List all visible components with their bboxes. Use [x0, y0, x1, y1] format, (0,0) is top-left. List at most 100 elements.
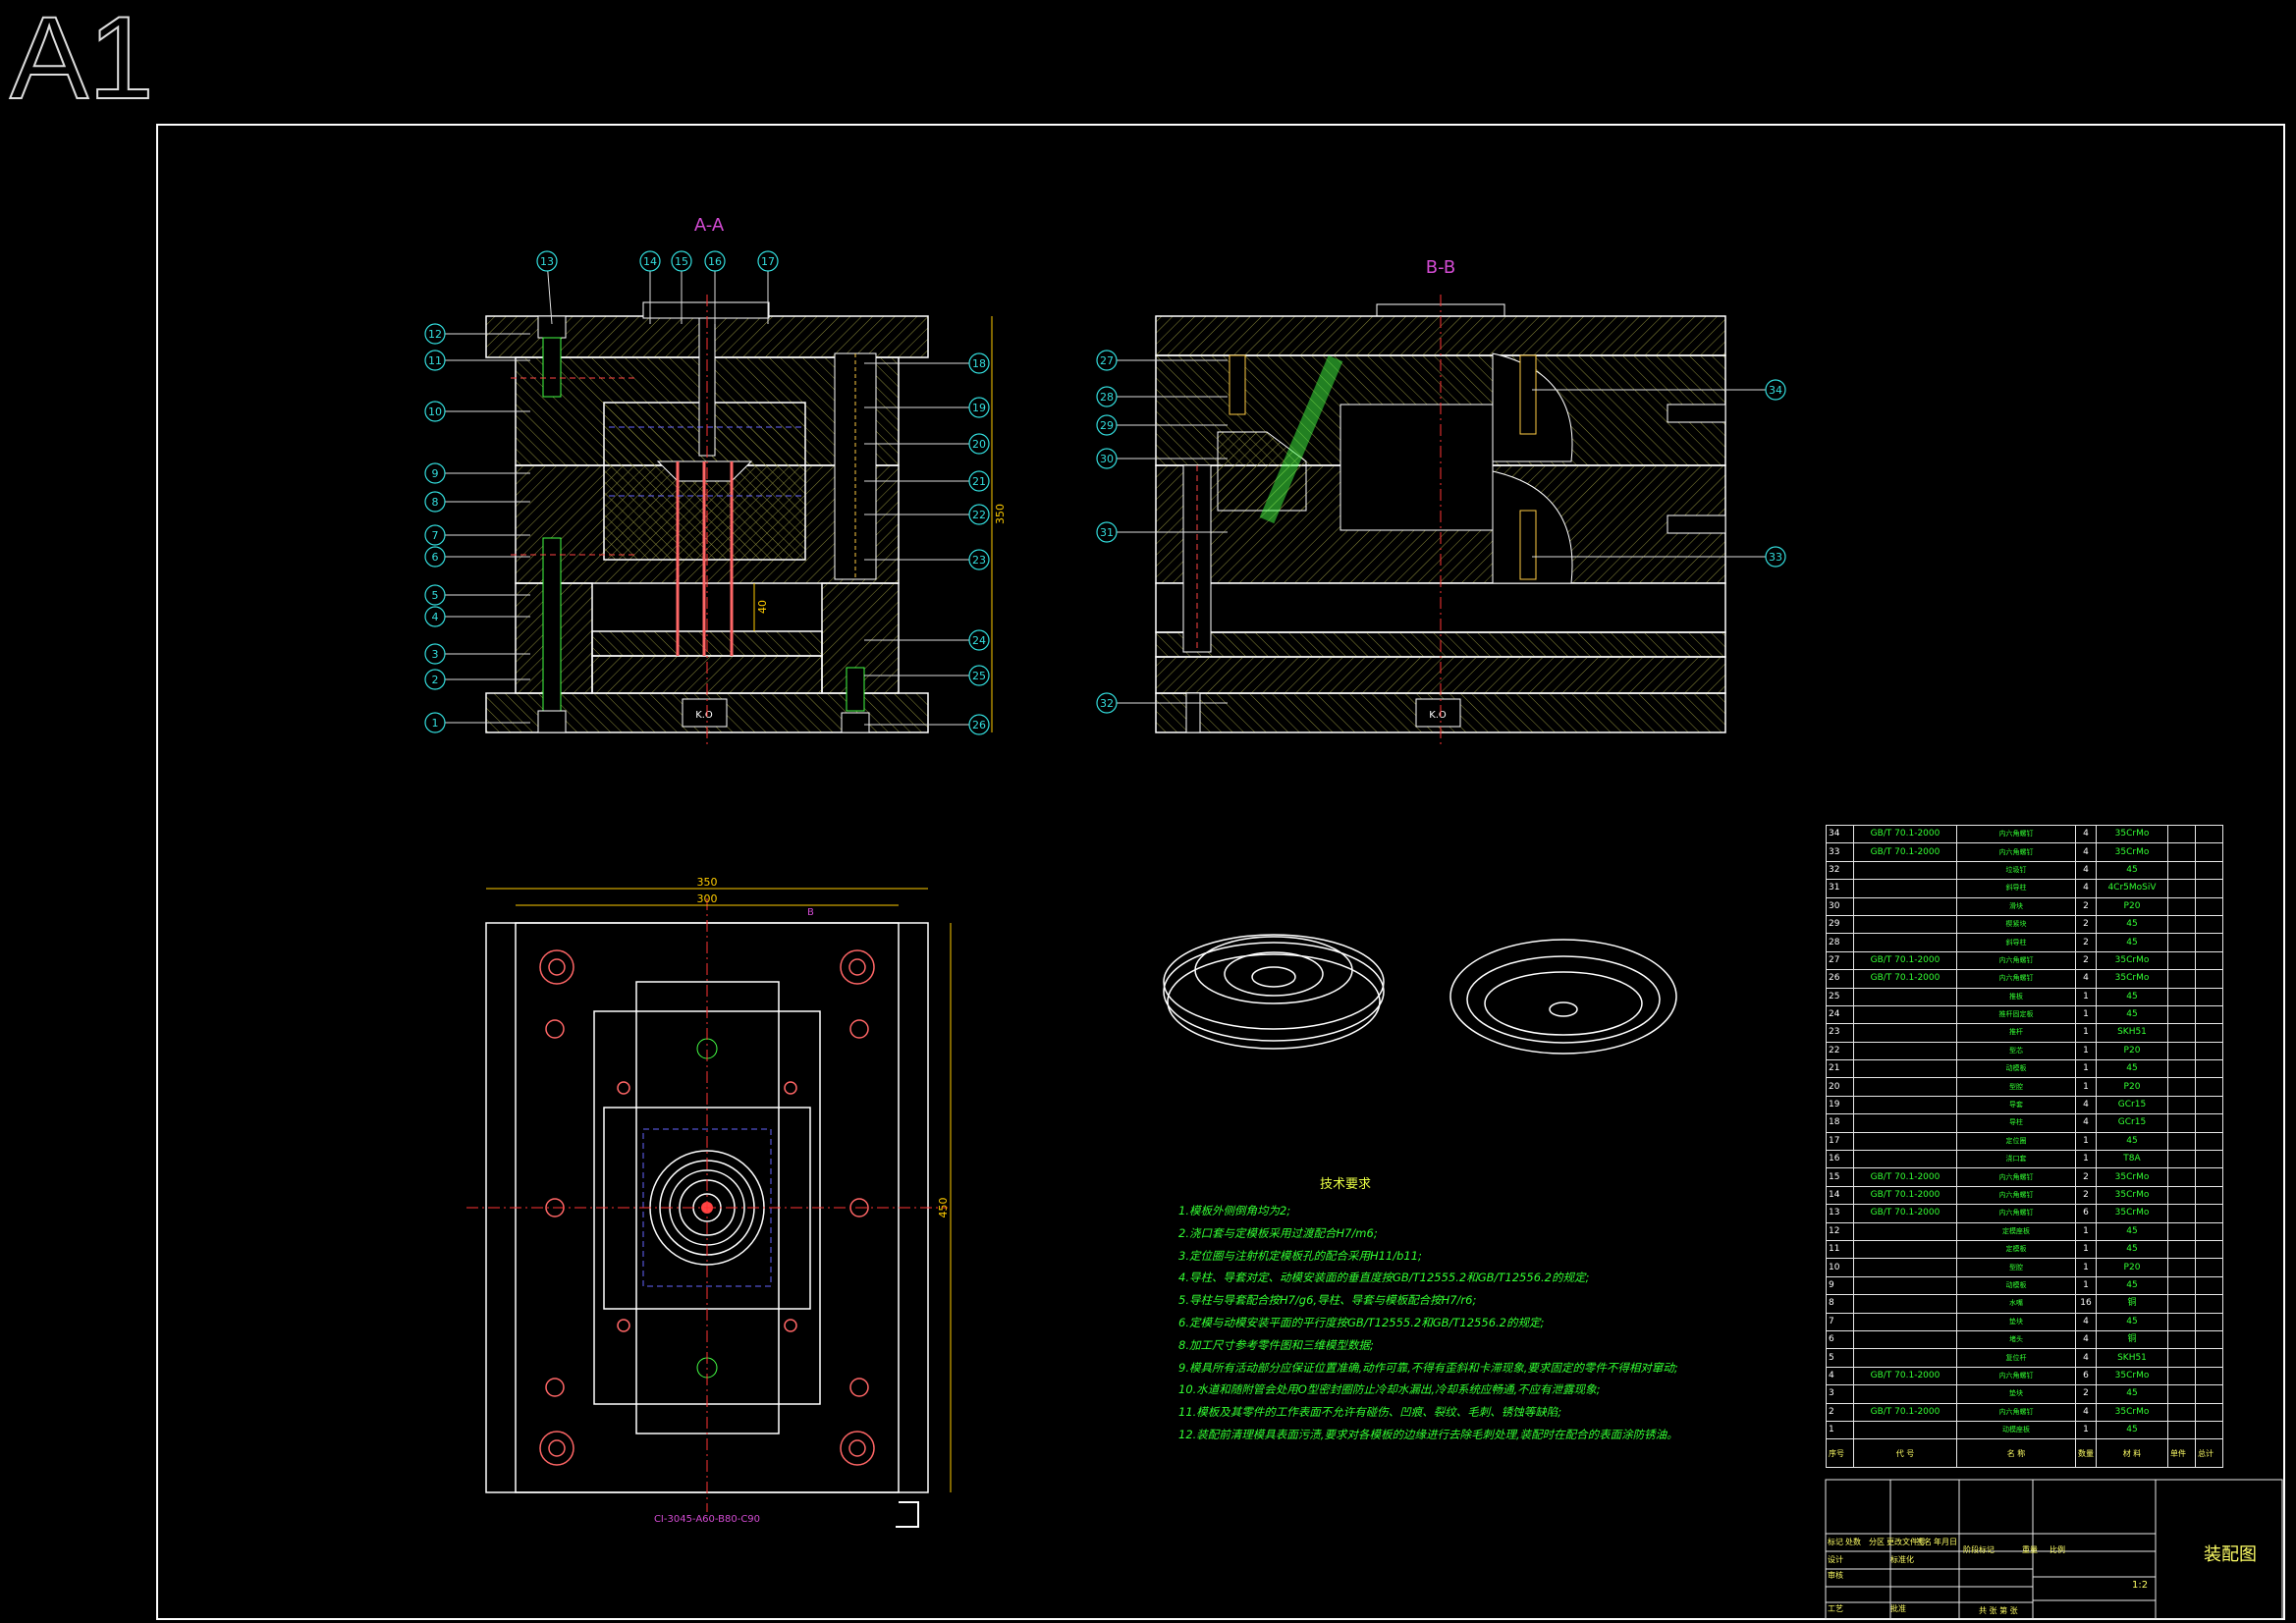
callout-bubble: [424, 606, 446, 627]
bom-cell-code: [1853, 896, 1957, 916]
title-block: 装配图 1:2 标记处数分区更改文件号签名年月日设计标准化审核工艺批准阶段标记重…: [1826, 1480, 2282, 1620]
bom-cell-no: 27: [1826, 950, 1854, 971]
tech-note-line: 12.装配前清理模具表面污渍,要求对各模板的边缘进行去除毛刺处理,装配时在配合的…: [1178, 1427, 1678, 1441]
bom-cell-empty: [2167, 824, 2196, 844]
bom-cell-empty: [2195, 1204, 2223, 1223]
bom-cell-mat: P20: [2096, 1258, 2168, 1277]
bom-cell-name: 内六角螺钉: [1956, 1366, 2076, 1386]
bom-cell-code: GB/T 70.1-2000: [1853, 824, 1957, 844]
bom-cell-code: [1853, 933, 1957, 952]
bom-cell-no: 4: [1826, 1366, 1854, 1386]
bom-cell-empty: [2195, 1023, 2223, 1043]
bom-cell-mat: 铜: [2096, 1329, 2168, 1350]
callout-bubble: [424, 669, 446, 690]
bom-cell-code: [1853, 1384, 1957, 1404]
bom-header-code: 代 号: [1853, 1438, 1957, 1469]
bom-cell-name: 斜导柱: [1956, 933, 2076, 952]
plan-dim-width-outer: 350: [697, 876, 718, 889]
bom-cell-empty: [2195, 1004, 2223, 1025]
bom-cell-empty: [2195, 1185, 2223, 1206]
bom-cell-name: 内六角螺钉: [1956, 1402, 2076, 1422]
callout-number: 30: [1100, 453, 1114, 465]
bom-cell-code: [1853, 1150, 1957, 1169]
callout-bubble: [968, 665, 990, 686]
title-block-label: 共 张 第 张: [1979, 1606, 2018, 1615]
drawing-frame: [156, 124, 2285, 1620]
bom-cell-no: 7: [1826, 1312, 1854, 1331]
bom-cell-empty: [2195, 1258, 2223, 1277]
bom-cell-qty: 1: [2075, 1023, 2097, 1043]
bom-cell-mat: GCr15: [2096, 1095, 2168, 1115]
bom-cell-mat: 35CrMo: [2096, 1185, 2168, 1206]
bom-cell-code: [1853, 1095, 1957, 1115]
bom-cell-name: 型腔: [1956, 1077, 2076, 1097]
title-block-label: 比例: [2050, 1545, 2065, 1554]
sheet-format: A1: [10, 0, 154, 124]
bom-cell-code: GB/T 70.1-2000: [1853, 1204, 1957, 1223]
tech-note-line: 11.模板及其零件的工作表面不允许有碰伤、凹痕、裂纹、毛刺、锈蚀等缺陷;: [1178, 1405, 1562, 1420]
bom-cell-qty: 16: [2075, 1294, 2097, 1314]
callout-number: 15: [675, 255, 688, 268]
bom-cell-code: [1853, 1239, 1957, 1260]
bom-cell-no: 19: [1826, 1095, 1854, 1115]
bom-cell-no: 23: [1826, 1023, 1854, 1043]
bom-cell-code: [1853, 1294, 1957, 1314]
bom-cell-name: 内六角螺钉: [1956, 1204, 2076, 1223]
bom-cell-no: 29: [1826, 914, 1854, 935]
plan-dim-height: 450: [937, 1198, 950, 1218]
bom-cell-mat: 45: [2096, 1131, 2168, 1152]
bom-cell-mat: P20: [2096, 896, 2168, 916]
bom-cell-code: GB/T 70.1-2000: [1853, 842, 1957, 862]
bom-cell-empty: [2167, 842, 2196, 862]
callout-number: 11: [428, 354, 442, 367]
bom-cell-no: 10: [1826, 1258, 1854, 1277]
bom-cell-mat: 45: [2096, 1059, 2168, 1079]
bom-cell-mat: 45: [2096, 1312, 2168, 1331]
bom-cell-empty: [2167, 1420, 2196, 1440]
bom-cell-name: 垫块: [1956, 1312, 2076, 1331]
bom-cell-mat: 4Cr5MoSiV: [2096, 879, 2168, 898]
title-block-label: 年月日: [1934, 1538, 1957, 1546]
technical-requirements: 技术要求 1.模板外侧倒角均为2;2.浇口套与定模板采用过渡配合H7/m6;3.…: [1178, 1173, 1807, 1446]
bom-cell-empty: [2195, 914, 2223, 935]
bom-cell-empty: [2167, 1384, 2196, 1404]
bom-cell-name: 推板: [1956, 987, 2076, 1006]
callout-number: 25: [972, 670, 986, 682]
callout-number: 16: [708, 255, 722, 268]
bom-cell-name: 内六角螺钉: [1956, 950, 2076, 971]
bom-cell-no: 14: [1826, 1185, 1854, 1206]
bom-cell-qty: 4: [2075, 1113, 2097, 1133]
bom-cell-qty: 4: [2075, 1312, 2097, 1331]
bom-cell-name: 内六角螺钉: [1956, 969, 2076, 989]
bom-cell-mat: 45: [2096, 1420, 2168, 1440]
bom-cell-name: 复位杆: [1956, 1348, 2076, 1368]
bom-cell-no: 8: [1826, 1294, 1854, 1314]
callout-bubble: [1765, 546, 1786, 568]
bom-cell-qty: 4: [2075, 969, 2097, 989]
bom-cell-mat: 35CrMo: [2096, 824, 2168, 844]
bom-cell-empty: [2195, 950, 2223, 971]
bom-cell-mat: 45: [2096, 1221, 2168, 1241]
bom-cell-name: 垃圾钉: [1956, 860, 2076, 881]
callout-bubble: [424, 524, 446, 546]
bom-cell-empty: [2167, 1312, 2196, 1331]
callout-bubble: [968, 470, 990, 492]
bom-cell-empty: [2167, 1041, 2196, 1061]
bom-cell-empty: [2195, 1221, 2223, 1241]
bom-cell-no: 16: [1826, 1150, 1854, 1169]
bom-cell-qty: 2: [2075, 1167, 2097, 1187]
